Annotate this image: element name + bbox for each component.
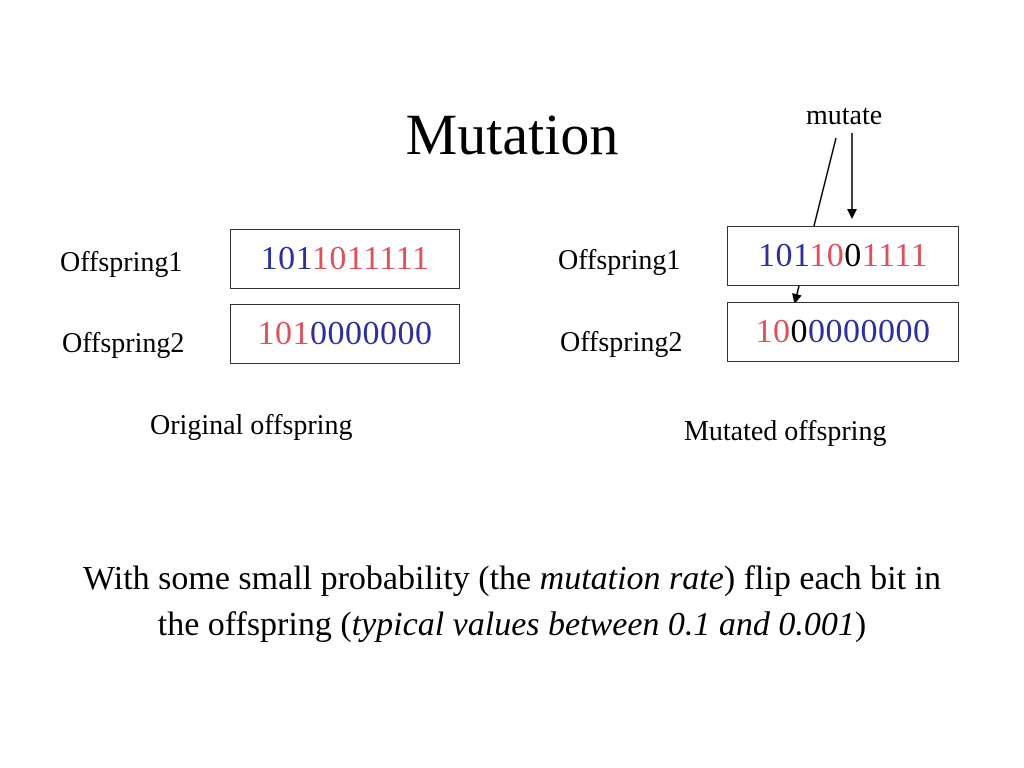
bit-segment: 0 (844, 237, 862, 274)
bit-segment: 0000000 (808, 313, 931, 350)
bit-segment: 10 (755, 313, 791, 350)
original-offspring1-label: Offspring1 (60, 247, 183, 278)
description-mutation-rate: mutation rate (539, 560, 724, 597)
original-offspring2-bits: 1010000000 (258, 314, 433, 354)
original-offspring-caption: Original offspring (150, 410, 353, 441)
original-offspring1-box: 1011011111 (230, 229, 460, 289)
bit-segment: 1011111 (311, 240, 430, 277)
bit-segment: 0000000 (310, 315, 433, 352)
mutated-offspring2-label: Offspring2 (560, 327, 683, 358)
bit-segment: 101 (260, 240, 312, 277)
bit-segment: 101 (257, 315, 310, 352)
mutated-offspring2-box: 1000000000 (727, 302, 959, 362)
mutation-description: With some small probability (the mutatio… (70, 556, 954, 648)
original-offspring2-label: Offspring2 (62, 328, 185, 359)
bit-segment: 0 (790, 313, 808, 350)
original-offspring2-box: 1010000000 (230, 304, 460, 364)
mutated-offspring-caption: Mutated offspring (684, 416, 887, 447)
mutate-label: mutate (806, 100, 883, 131)
description-part1: With some small probability (the (83, 560, 540, 597)
mutated-offspring2-bits: 1000000000 (756, 312, 931, 352)
bit-segment: 101 (758, 237, 810, 274)
bit-segment: 1111 (861, 237, 928, 274)
description-part2: ) flip each bit in the offspring ( (157, 560, 941, 643)
mutated-offspring1-label: Offspring1 (558, 245, 681, 276)
description-part3: ) (854, 606, 867, 643)
mutated-offspring1-box: 1011001111 (727, 226, 959, 286)
original-offspring1-bits: 1011011111 (261, 239, 430, 279)
bit-segment: 10 (809, 237, 845, 274)
description-typical-values: typical values between 0.1 and 0.001 (351, 606, 855, 643)
mutated-offspring1-bits: 1011001111 (758, 236, 928, 276)
slide-title: Mutation (405, 102, 619, 167)
